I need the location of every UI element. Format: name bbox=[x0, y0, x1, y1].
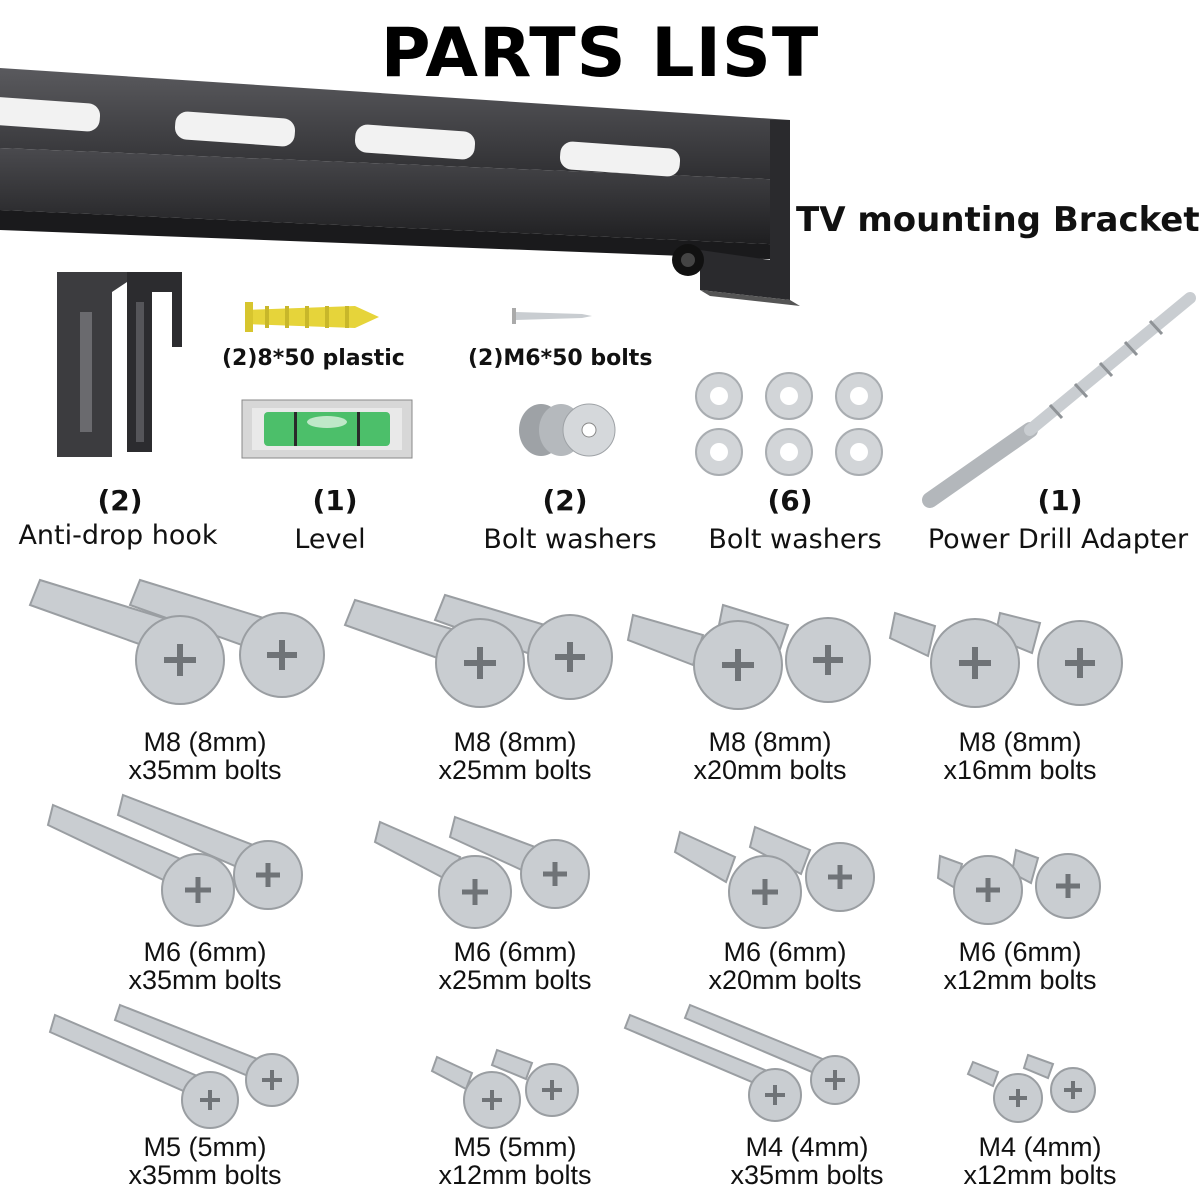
bolt-pair-image bbox=[48, 1003, 299, 1129]
bolt-label: M6 (6mm) x35mm bolts bbox=[100, 938, 310, 994]
bolt-size: M6 (6mm) bbox=[453, 937, 577, 967]
bolt-pair-image bbox=[46, 793, 303, 927]
bolt-size: M8 (8mm) bbox=[143, 727, 267, 757]
bolt-label: M6 (6mm) x25mm bolts bbox=[410, 938, 620, 994]
bolt-size: M8 (8mm) bbox=[708, 727, 832, 757]
item-qty: (2) bbox=[542, 484, 588, 517]
bolt-size: M8 (8mm) bbox=[453, 727, 577, 757]
item-qty: (2) bbox=[97, 484, 143, 517]
bolt-length: x12mm bolts bbox=[943, 965, 1097, 995]
bolt-length: x12mm bolts bbox=[963, 1160, 1117, 1190]
bolt-label: M6 (6mm) x12mm bolts bbox=[915, 938, 1125, 994]
bolt-label: M5 (5mm) x35mm bolts bbox=[100, 1133, 310, 1189]
bolt-pair-image bbox=[28, 578, 325, 705]
level-image bbox=[241, 399, 413, 459]
bolt-size: M6 (6mm) bbox=[723, 937, 847, 967]
wood-screw-image bbox=[512, 308, 592, 324]
bolt-label: M8 (8mm) x16mm bolts bbox=[915, 728, 1125, 784]
bolt-pair-image bbox=[430, 1048, 579, 1129]
bolt-size: M6 (6mm) bbox=[958, 937, 1082, 967]
bracket-label: TV mounting Bracket bbox=[796, 200, 1200, 240]
item-qty: (1) bbox=[1037, 484, 1083, 517]
bolt-label: M4 (4mm) x35mm bolts bbox=[702, 1133, 912, 1189]
bolt-pair-image bbox=[373, 815, 590, 929]
bolt-size: M5 (5mm) bbox=[453, 1132, 577, 1162]
bolt-label: M5 (5mm) x12mm bolts bbox=[410, 1133, 620, 1189]
bolt-label: M8 (8mm) x20mm bolts bbox=[665, 728, 875, 784]
bolt-pair-image bbox=[888, 611, 1123, 708]
bolt-size: M4 (4mm) bbox=[745, 1132, 869, 1162]
bolt-pair-image bbox=[626, 603, 871, 710]
item-name: Power Drill Adapter bbox=[927, 524, 1189, 555]
item-name: Bolt washers bbox=[483, 524, 657, 555]
thick-washer-image bbox=[519, 403, 616, 457]
bolt-size: M4 (4mm) bbox=[978, 1132, 1102, 1162]
bolt-label: M8 (8mm) x35mm bolts bbox=[100, 728, 310, 784]
bolt-length: x25mm bolts bbox=[438, 965, 592, 995]
bolt-label: M6 (6mm) x20mm bolts bbox=[680, 938, 890, 994]
bolt-pair-image bbox=[936, 848, 1101, 925]
flat-washers-image bbox=[695, 372, 883, 476]
bolt-pair-image bbox=[623, 1003, 860, 1122]
item-name: Bolt washers bbox=[708, 524, 882, 555]
bolt-size: M6 (6mm) bbox=[143, 937, 267, 967]
bolt-length: x20mm bolts bbox=[708, 965, 862, 995]
tv-bracket-image bbox=[0, 68, 800, 306]
bolt-length: x20mm bolts bbox=[693, 755, 847, 785]
bolt-length: x35mm bolts bbox=[128, 755, 282, 785]
plastic-anchor-label: (2)8*50 plastic bbox=[222, 346, 405, 371]
item-name: Level bbox=[294, 524, 366, 555]
bolt-length: x25mm bolts bbox=[438, 755, 592, 785]
drill-adapter-image bbox=[922, 292, 1196, 508]
bolt-length: x35mm bolts bbox=[730, 1160, 884, 1190]
bolt-pair-image bbox=[673, 825, 875, 929]
bolt-label: M4 (4mm) x12mm bolts bbox=[935, 1133, 1145, 1189]
page-title: PARTS LIST bbox=[380, 14, 820, 93]
bolt-length: x35mm bolts bbox=[128, 1160, 282, 1190]
bolt-length: x35mm bolts bbox=[128, 965, 282, 995]
item-name: Anti-drop hook bbox=[18, 520, 218, 551]
bolt-size: M5 (5mm) bbox=[143, 1132, 267, 1162]
bolt-size: M8 (8mm) bbox=[958, 727, 1082, 757]
item-qty: (1) bbox=[312, 484, 358, 517]
bolt-length: x16mm bolts bbox=[943, 755, 1097, 785]
screw-label: (2)M6*50 bolts bbox=[468, 346, 653, 371]
bolt-label: M8 (8mm) x25mm bolts bbox=[410, 728, 620, 784]
bolt-pair-image bbox=[343, 593, 613, 708]
bolt-length: x12mm bolts bbox=[438, 1160, 592, 1190]
bolt-pair-image bbox=[966, 1053, 1096, 1123]
item-qty: (6) bbox=[767, 484, 813, 517]
plastic-anchor-image bbox=[245, 302, 379, 332]
anti-drop-hook-image bbox=[57, 272, 182, 457]
